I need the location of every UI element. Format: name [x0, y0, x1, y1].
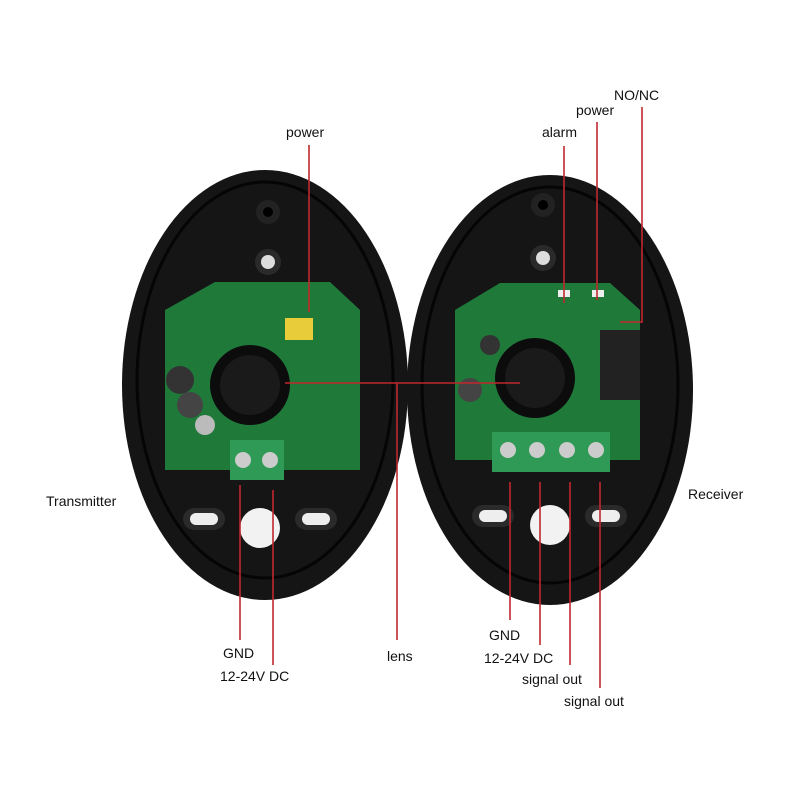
leader-lines — [239, 107, 643, 688]
rx-nonc-line — [620, 107, 643, 323]
tx-gnd-label: GND — [223, 645, 255, 661]
lens-label: lens — [387, 648, 413, 664]
transmitter-pcb — [165, 282, 360, 480]
tx-power-label: power — [286, 124, 325, 140]
rx-alarm-label: alarm — [542, 124, 578, 140]
rx-nonc-label: NO/NC — [614, 87, 660, 103]
rx-signal-out-2-label: signal out — [564, 693, 624, 709]
rx-power-label: power — [576, 102, 615, 118]
rx-voltage-label: 12-24V DC — [484, 650, 554, 666]
receiver-label: Receiver — [688, 486, 744, 502]
rx-gnd-label: GND — [489, 627, 521, 643]
tx-voltage-label: 12-24V DC — [220, 668, 290, 684]
rx-signal-out-1-label: signal out — [522, 671, 582, 687]
transmitter-label: Transmitter — [46, 493, 117, 509]
receiver-pcb — [455, 283, 640, 472]
